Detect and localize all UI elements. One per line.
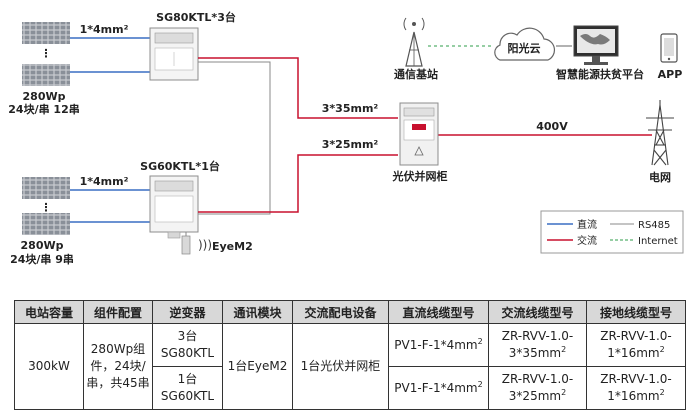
cell-tower-icon [403, 17, 425, 67]
cell-comm-module: 1台EyeM2 [222, 323, 293, 410]
cell-ac-equipment: 1台光伏并网柜 [292, 323, 389, 410]
dc-cable-text: PV1-F-1*4mm [394, 380, 478, 395]
cell-ac-cable: ZR-RVV-1.0-3*25mm2 [488, 366, 587, 410]
app-label: APP [658, 68, 683, 81]
solar-panel-icon [22, 22, 70, 86]
header-inverter: 逆变器 [152, 300, 223, 324]
platform-label: 智慧能源扶贫平台 [556, 67, 644, 81]
tower-label: 通信基站 [394, 67, 438, 81]
ground-cable-sup: 2 [659, 345, 665, 354]
bottom-inverter-label: SG60KTL*1台 [140, 159, 220, 173]
legend-ac-label: 交流 [577, 234, 597, 247]
transmission-tower-icon [646, 100, 674, 166]
header-dc-cable: 直流线缆型号 [388, 300, 489, 324]
ac-cable-text: ZR-RVV-1.0-3*25mm [501, 372, 574, 403]
legend-dc-label: 直流 [577, 218, 597, 231]
ellipsis-dots: ⋮ [41, 201, 52, 214]
header-capacity: 电站容量 [14, 300, 84, 324]
wifi-signal-icon: ))) [198, 238, 212, 252]
solar-panel-icon [22, 177, 70, 235]
top-module-spec: 280Wp [23, 90, 66, 103]
table-header-row: 电站容量 组件配置 逆变器 通讯模块 交流配电设备 直流线缆型号 交流线缆型号 … [14, 300, 686, 324]
table-row: 1台 SG60KTL PV1-F-1*4mm2 ZR-RVV-1.0-3*25m… [15, 366, 686, 410]
dc-cable-sup: 2 [477, 336, 483, 346]
cell-dc-cable: PV1-F-1*4mm2 [388, 323, 489, 367]
top-inverter-label: SG80KTL*3台 [156, 10, 236, 24]
ac-cable-text: ZR-RVV-1.0-3*35mm [501, 329, 574, 360]
ellipsis-dots: ⋮ [41, 47, 52, 60]
cell-ac-cable: ZR-RVV-1.0-3*35mm2 [488, 323, 587, 367]
ac-line-top [198, 57, 398, 119]
cell-inverter: 1台 SG60KTL [152, 366, 223, 410]
top-module-string: 24块/串 12串 [8, 102, 79, 116]
header-ac-equipment: 交流配电设备 [292, 300, 389, 324]
header-ground-cable: 接地线缆型号 [586, 300, 686, 324]
dc-cable-sup: 2 [477, 379, 483, 389]
grid-voltage-label: 400V [536, 120, 568, 133]
inverter-icon [149, 27, 199, 81]
ac-cable-sup: 2 [561, 388, 567, 397]
bottom-module-spec: 280Wp [21, 239, 64, 252]
eyem2-device [181, 235, 191, 255]
legend: 直流 RS485 交流 Internet [540, 210, 684, 254]
ac-cable-sup: 2 [561, 345, 567, 354]
monitor-map-icon [573, 25, 619, 65]
phone-icon [660, 33, 678, 63]
ac-cable-top-label: 3*35mm² [322, 102, 379, 115]
grid-label: 电网 [649, 170, 671, 184]
cell-ground-cable: ZR-RVV-1.0-1*16mm2 [586, 323, 686, 367]
rs485-line [198, 61, 271, 215]
ground-cable-sup: 2 [659, 388, 665, 397]
table-row: 300kW 280Wp组件，24块/串，共45串 3台 SG80KTL 1台Ey… [14, 323, 686, 410]
cell-ground-cable: ZR-RVV-1.0-1*16mm2 [586, 366, 686, 410]
inverter-icon [149, 175, 199, 239]
legend-rs485-label: RS485 [638, 220, 670, 231]
cell-dc-cable: PV1-F-1*4mm2 [388, 366, 489, 410]
spec-table: 电站容量 组件配置 逆变器 通讯模块 交流配电设备 直流线缆型号 交流线缆型号 … [14, 300, 686, 410]
eyem2-label: EyeM2 [212, 240, 253, 253]
dc-cable-text: PV1-F-1*4mm [394, 337, 478, 352]
legend-internet-label: Internet [638, 236, 678, 247]
combiner-label: 光伏并网柜 [392, 169, 448, 183]
system-diagram: ⋮ ⋮ ))) EyeM2 [8, 10, 684, 266]
header-comm-module: 通讯模块 [222, 300, 293, 324]
ground-cable-text: ZR-RVV-1.0-1*16mm [600, 329, 672, 360]
header-ac-cable: 交流线缆型号 [488, 300, 587, 324]
cell-capacity: 300kW [14, 323, 84, 410]
cell-inverter: 3台 SG80KTL [152, 323, 223, 367]
ac-cable-bottom-label: 3*25mm² [322, 138, 379, 151]
cloud-icon [494, 27, 556, 61]
bottom-module-string: 24块/串 9串 [10, 252, 74, 266]
ground-cable-text: ZR-RVV-1.0-1*16mm [600, 372, 672, 403]
cell-module-config: 280Wp组件，24块/串，共45串 [83, 323, 153, 410]
combiner-cabinet-icon [399, 102, 439, 166]
ac-line-bottom [198, 154, 398, 213]
header-module-config: 组件配置 [83, 300, 153, 324]
top-dc-cable-label: 1*4mm² [80, 23, 129, 36]
bottom-dc-cable-label: 1*4mm² [80, 175, 129, 188]
cloud-label: 阳光云 [508, 41, 541, 55]
